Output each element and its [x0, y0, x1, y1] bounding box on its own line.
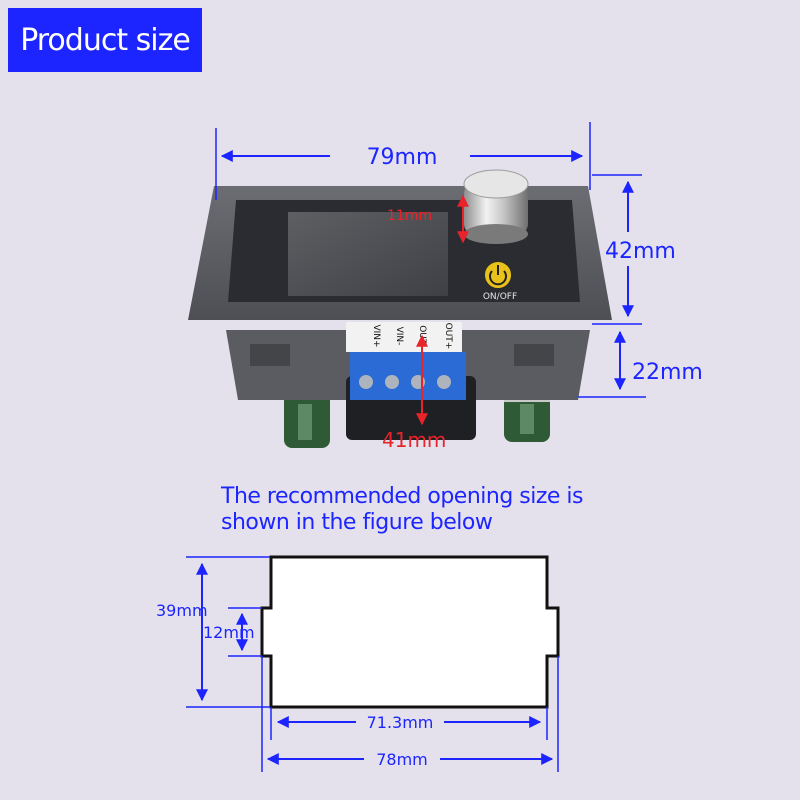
- power-button: ON/OFF: [483, 260, 517, 302]
- terminal-width-label: 41mm: [382, 428, 446, 452]
- opening-outer-width-label: 78mm: [376, 750, 428, 769]
- power-button-label: ON/OFF: [483, 292, 517, 302]
- opening-notch-label: 12mm: [203, 623, 255, 642]
- device-dimensions: 79mm 42mm 22mm 11mm 41mm: [215, 122, 703, 452]
- terminal-label-vin-plus: VIN+: [371, 324, 381, 347]
- terminal-label-vin-minus: VIN-: [394, 327, 404, 346]
- page-title: Product size: [8, 8, 202, 72]
- terminal-screw: [437, 375, 451, 389]
- terminal-screw: [385, 375, 399, 389]
- capacitor-right: [504, 394, 550, 442]
- opening-note: The recommended opening size is shown in…: [221, 484, 641, 536]
- capacitor-left: [284, 392, 330, 448]
- width-dimension-label: 79mm: [367, 145, 438, 170]
- clip-left: [250, 344, 290, 366]
- terminal-label-strip: [346, 322, 462, 352]
- terminal-block: VIN+ VIN- OUT- OUT+: [346, 322, 476, 440]
- clip-right: [514, 344, 554, 366]
- opening-outline: [260, 555, 560, 709]
- lcd-screen: [288, 212, 448, 296]
- opening-note-line-1: The recommended opening size is: [221, 484, 584, 509]
- terminal-screw: [359, 375, 373, 389]
- opening-diagram: 39mm 12mm 71.3mm 78mm: [156, 555, 560, 772]
- opening-height-label: 39mm: [156, 601, 208, 620]
- height-dimension-label: 42mm: [605, 239, 676, 264]
- device-photo: VIN+ VIN- OUT- OUT+ ON/OFF: [188, 169, 612, 448]
- terminal-label-out-plus: OUT+: [443, 323, 453, 350]
- knob: [463, 169, 529, 244]
- terminal-height-label: 22mm: [632, 360, 703, 385]
- opening-inner-width-label: 71.3mm: [367, 713, 434, 732]
- power-icon: [489, 270, 507, 286]
- opening-note-line-2: shown in the figure below: [221, 510, 493, 535]
- knob-dimension-label: 11mm: [387, 208, 432, 224]
